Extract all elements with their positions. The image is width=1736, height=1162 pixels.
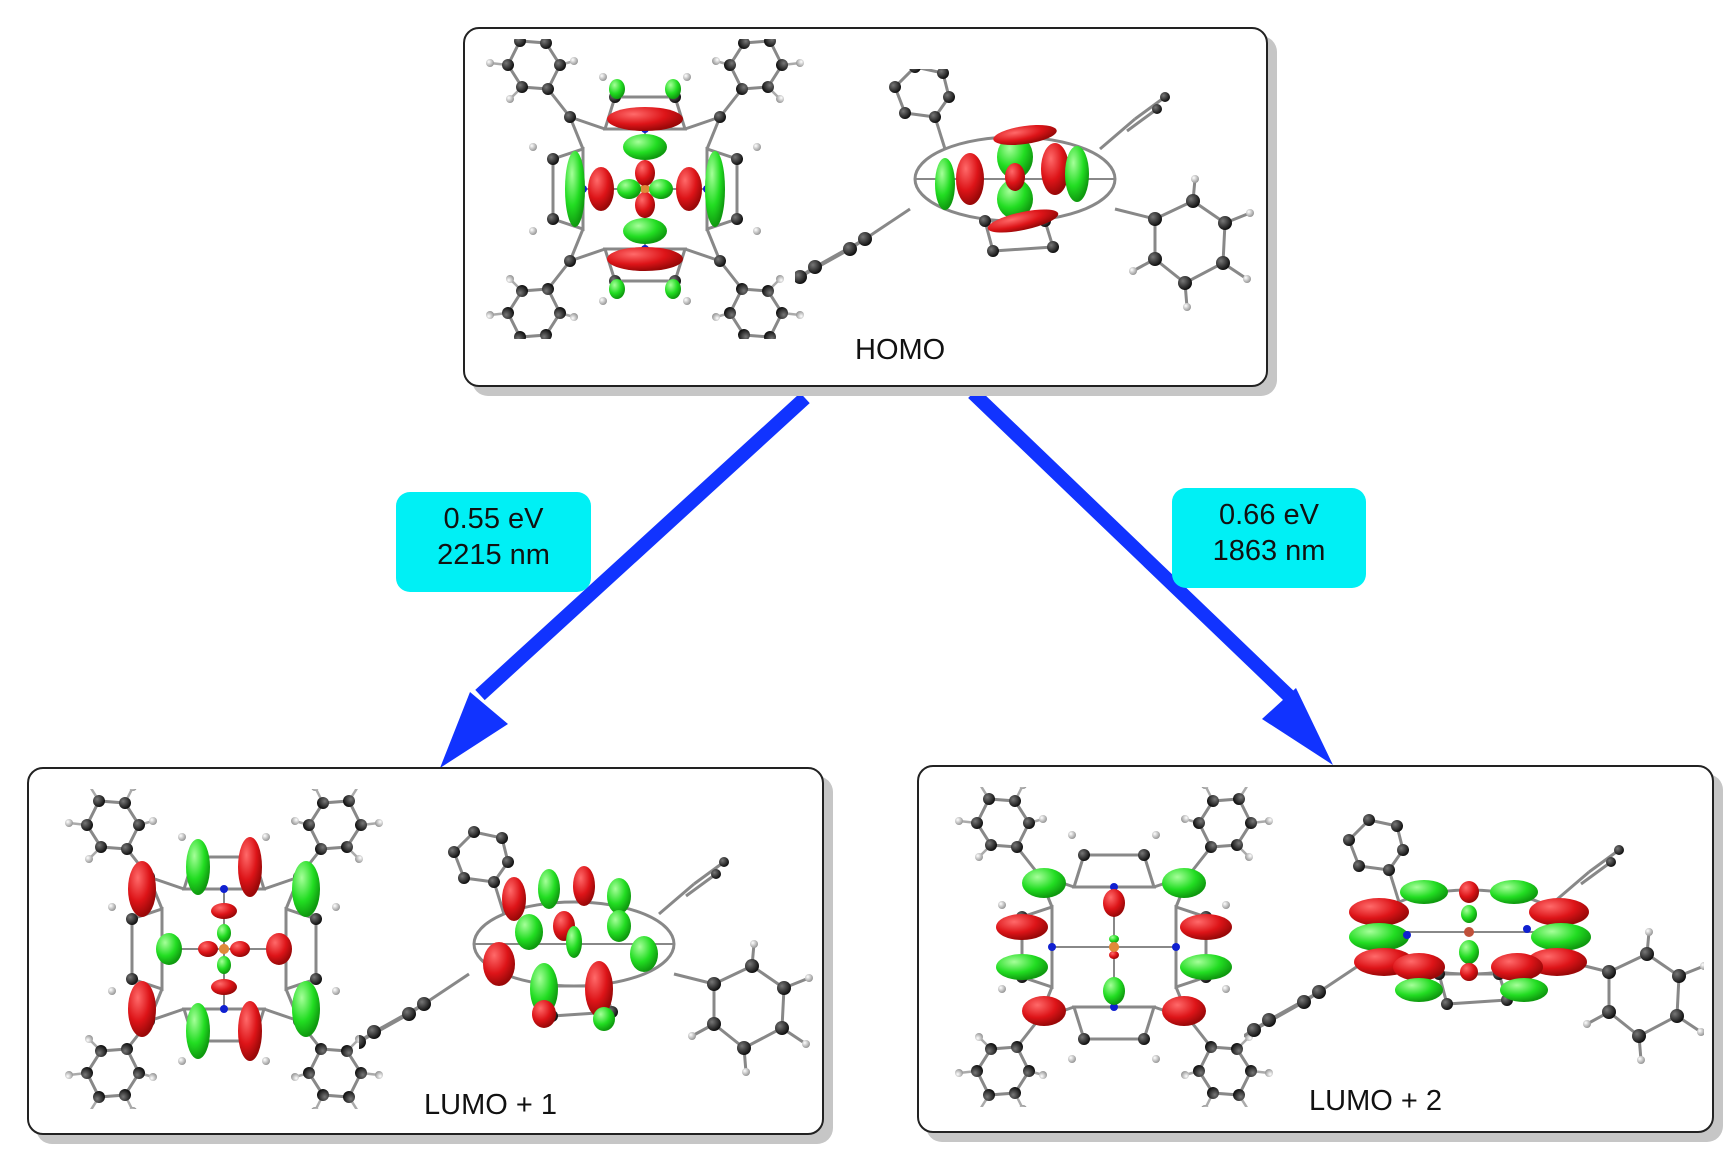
energy-badge-lumo2: 0.66 eV 1863 nm [1172,488,1366,588]
homo-side-view-structure [795,69,1255,313]
energy-badge-lumo1: 0.55 eV 2215 nm [396,492,591,592]
arrow-homo-to-lumo1 [440,392,810,768]
arrow-homo-to-lumo2 [968,387,1333,765]
energy-value: 0.55 eV [443,503,544,535]
panel-label-lumo1: LUMO + 1 [424,1089,557,1121]
lumo2-panel: LUMO + 2 [917,765,1714,1133]
panel-label-lumo2: LUMO + 2 [1309,1085,1442,1117]
lumo1-side-view-structure [359,824,815,1078]
energy-value: 0.66 eV [1219,499,1319,531]
homo-panel: HOMO [463,27,1268,387]
wavelength-value: 1863 nm [1212,535,1326,567]
panel-label-homo: HOMO [855,334,946,366]
lumo2-side-view-structure [1244,812,1704,1066]
wavelength-value: 2215 nm [437,539,550,571]
lumo2-top-view-structure [944,787,1284,1107]
lumo1-top-view-structure [54,789,394,1109]
homo-top-view-structure [475,39,815,339]
lumo1-panel: LUMO + 1 [27,767,824,1135]
